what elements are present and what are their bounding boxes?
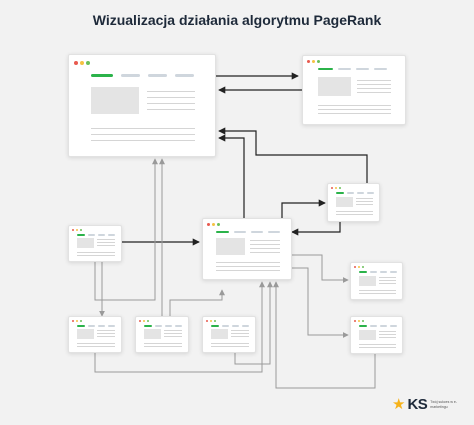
link-right-bottom-to-hub xyxy=(273,281,376,389)
link-left-to-main xyxy=(94,158,158,301)
right-middle-page xyxy=(350,262,403,300)
brand-logo: ★ KS Twój sukces w e-marketingu xyxy=(392,396,460,413)
nav-bar xyxy=(216,231,280,233)
nav-bar xyxy=(77,234,115,236)
image-placeholder xyxy=(77,329,94,339)
nav-bar xyxy=(91,74,194,77)
window-dots xyxy=(74,61,90,65)
logo-tagline: Twój sukces w e-marketingu xyxy=(430,400,457,409)
main-page xyxy=(68,54,216,157)
bottom-middle-page xyxy=(135,316,189,353)
link-hub-to-main xyxy=(218,134,245,218)
link-hub-to-upper-right xyxy=(281,199,326,218)
link-upper-right-to-hub xyxy=(291,222,341,236)
window-dots xyxy=(331,187,341,189)
left-page xyxy=(68,225,122,262)
nav-bar xyxy=(318,68,387,70)
nav-bar xyxy=(144,325,182,327)
window-dots xyxy=(206,320,216,322)
nav-bar xyxy=(211,325,249,327)
window-dots xyxy=(354,320,364,322)
window-dots xyxy=(72,320,82,322)
link-upper-right-to-main xyxy=(218,127,368,183)
upper-right-page xyxy=(327,183,380,222)
dark-links xyxy=(122,72,368,246)
window-dots xyxy=(354,266,364,268)
image-placeholder xyxy=(77,238,94,248)
image-placeholder xyxy=(359,330,376,340)
bottom-left-page xyxy=(68,316,122,353)
nav-bar xyxy=(359,325,397,327)
image-placeholder xyxy=(359,276,376,286)
right-bottom-page xyxy=(350,316,403,354)
link-bottom-right-to-hub xyxy=(234,281,273,365)
image-placeholder xyxy=(211,329,228,339)
window-dots xyxy=(207,223,220,226)
image-placeholder xyxy=(336,197,353,207)
image-placeholder xyxy=(144,329,161,339)
top-right-page xyxy=(302,55,406,125)
image-placeholder xyxy=(318,77,351,96)
image-placeholder xyxy=(91,87,139,114)
star-icon: ★ xyxy=(392,395,406,413)
link-bottom-middle-upper-to-main xyxy=(169,289,225,316)
link-hub-to-right-middle xyxy=(292,254,349,283)
nav-bar xyxy=(336,192,374,194)
nav-bar xyxy=(359,271,397,273)
window-dots xyxy=(307,60,320,63)
image-placeholder xyxy=(216,238,245,255)
nav-bar xyxy=(77,325,115,327)
hub-page xyxy=(202,218,292,280)
light-links xyxy=(94,158,376,389)
link-hub-to-right-bottom xyxy=(292,267,349,338)
window-dots xyxy=(72,229,82,231)
bottom-right-page xyxy=(202,316,256,353)
logo-text: KS xyxy=(407,396,428,413)
window-dots xyxy=(139,320,149,322)
diagram-title: Wizualizacja działania algorytmu PageRan… xyxy=(92,12,382,28)
link-bottom-left-to-hub xyxy=(94,281,265,373)
